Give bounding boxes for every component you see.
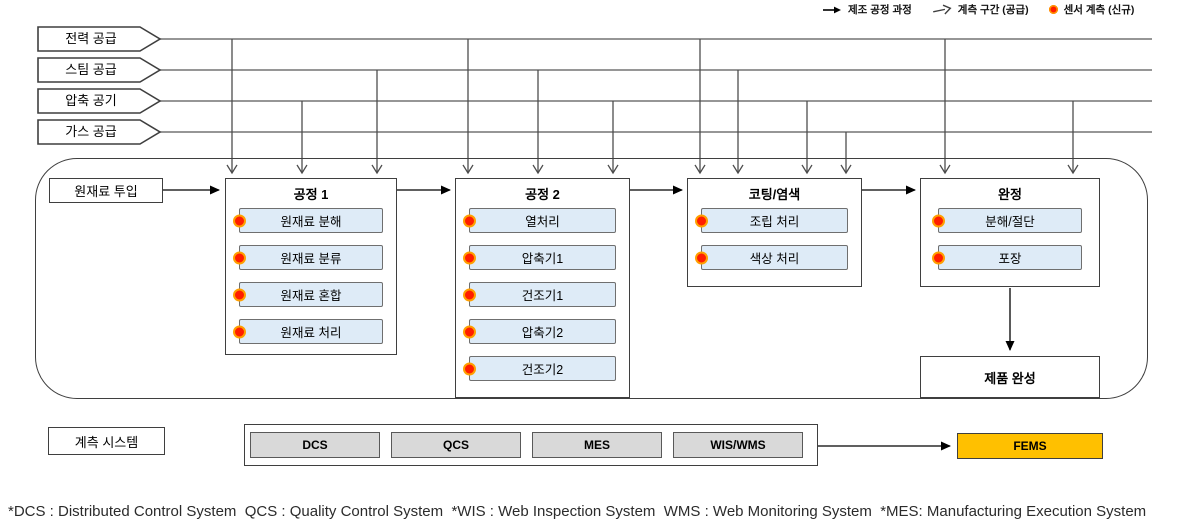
measurement-arrows [232, 39, 1073, 173]
legend-item-sensor: 센서 계측 (신규) [1048, 2, 1135, 17]
stage-process-1: 공정 1 원재료 분해 원재료 분류 원재료 혼합 원재료 처리 [225, 178, 397, 355]
raw-material-input-box: 원재료 투입 [49, 178, 163, 203]
sensor-dot-icon [932, 251, 945, 264]
process-item: 포장 [932, 245, 1082, 270]
supply-arrow-shape [37, 88, 162, 114]
process-item-label: 원재료 처리 [280, 326, 342, 340]
process-item-label: 건조기2 [521, 363, 564, 377]
process-item-label: 원재료 분류 [280, 252, 342, 266]
supply-arrow-shape [37, 26, 162, 52]
stage-items: 원재료 분해 원재료 분류 원재료 혼합 원재료 처리 [226, 208, 396, 344]
supply-lines [160, 38, 1152, 133]
process-flow-container [35, 158, 1148, 399]
system-box-qcs: QCS [391, 432, 521, 458]
open-arrow-icon [932, 4, 952, 14]
sensor-dot-icon [233, 288, 246, 301]
finished-product-box: 제품 완성 [920, 356, 1100, 398]
process-item: 건조기1 [463, 282, 616, 307]
process-item-label: 분해/절단 [985, 215, 1035, 229]
stage-coating-dyeing: 코팅/염색 조립 처리 색상 처리 [687, 178, 862, 287]
stage-process-2: 공정 2 열처리 압축기1 건조기1 압축기2 건조기2 [455, 178, 630, 398]
footnote: *DCS : Distributed Control System QCS : … [8, 503, 1147, 520]
red-dot-icon [1048, 5, 1058, 14]
stage-title: 공정 1 [293, 187, 329, 202]
legend-label: 계측 구간 (공급) [957, 4, 1029, 16]
legend-item-measurement: 계측 구간 (공급) [932, 2, 1029, 17]
flow-arrows [163, 185, 1015, 451]
process-item: 건조기2 [463, 356, 616, 381]
process-item: 조립 처리 [695, 208, 848, 233]
sensor-dot-icon [233, 251, 246, 264]
process-item: 원재료 분해 [233, 208, 383, 233]
supply-arrow-shape [37, 119, 162, 145]
legend: 제조 공정 과정 계측 구간 (공급) 센서 계측 (신규) [822, 2, 1134, 17]
process-item: 압축기2 [463, 319, 616, 344]
sensor-dot-icon [233, 214, 246, 227]
system-box-mes: MES [532, 432, 662, 458]
legend-label: 제조 공정 과정 [848, 4, 912, 16]
process-item-label: 조립 처리 [749, 215, 800, 229]
fems-box: FEMS [957, 433, 1103, 459]
process-item: 열처리 [463, 208, 616, 233]
sensor-dot-icon [233, 325, 246, 338]
process-item-label: 원재료 혼합 [280, 289, 342, 303]
supply-label-steam: 스팀 공급 [65, 62, 117, 77]
stage-items: 열처리 압축기1 건조기1 압축기2 건조기2 [456, 208, 629, 381]
sensor-dot-icon [463, 325, 476, 338]
process-item: 색상 처리 [695, 245, 848, 270]
measurement-system-label-box: 계측 시스템 [48, 427, 165, 455]
legend-item-process: 제조 공정 과정 [822, 2, 912, 17]
stage-title: 공정 2 [525, 187, 560, 202]
process-item: 분해/절단 [932, 208, 1082, 233]
supply-label-air: 압축 공기 [65, 93, 117, 108]
sensor-dot-icon [463, 362, 476, 375]
sensor-dot-icon [463, 214, 476, 227]
sensor-dot-icon [463, 288, 476, 301]
systems-container: DCS QCS MES WIS/WMS [244, 424, 818, 466]
supply-arrow-shape [37, 57, 162, 83]
stage-items: 분해/절단 포장 [921, 208, 1099, 270]
sensor-dot-icon [463, 251, 476, 264]
solid-arrow-icon [823, 6, 841, 13]
system-box-dcs: DCS [250, 432, 380, 458]
supply-label-power: 전력 공급 [65, 31, 117, 46]
legend-label: 센서 계측 (신규) [1063, 4, 1135, 16]
process-item-label: 색상 처리 [749, 252, 800, 266]
process-item-label: 열처리 [525, 215, 560, 229]
supply-label-shapes [37, 26, 162, 145]
sensor-dot-icon [695, 214, 708, 227]
stage-finishing: 완정 분해/절단 포장 [920, 178, 1100, 287]
process-item-label: 압축기2 [521, 326, 564, 340]
stage-title: 완정 [998, 187, 1022, 202]
process-item-label: 건조기1 [521, 289, 564, 303]
process-item-label: 포장 [998, 252, 1022, 266]
sensor-dot-icon [695, 251, 708, 264]
stage-title: 코팅/염색 [748, 187, 801, 202]
process-item: 압축기1 [463, 245, 616, 270]
process-item: 원재료 분류 [233, 245, 383, 270]
process-item: 원재료 혼합 [233, 282, 383, 307]
supply-label-gas: 가스 공급 [65, 124, 117, 139]
stage-items: 조립 처리 색상 처리 [688, 208, 861, 270]
sensor-dot-icon [932, 214, 945, 227]
process-item-label: 원재료 분해 [280, 215, 342, 229]
process-item: 원재료 처리 [233, 319, 383, 344]
system-box-wis-wms: WIS/WMS [673, 432, 803, 458]
process-item-label: 압축기1 [521, 252, 564, 266]
